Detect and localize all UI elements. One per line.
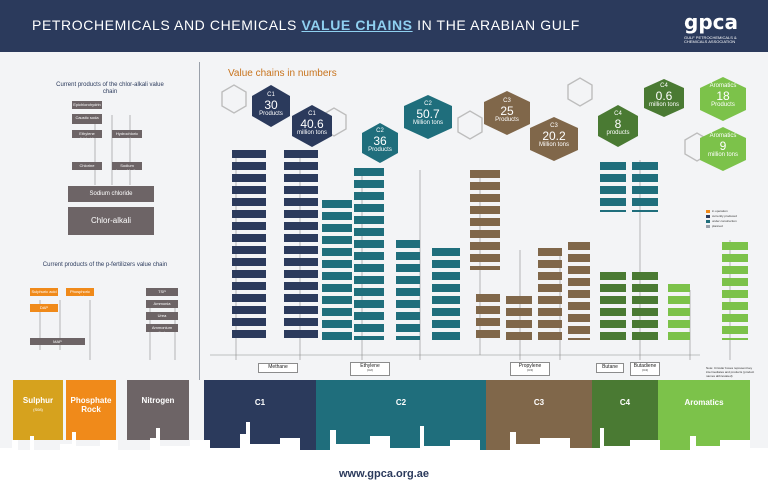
c3-product-column [470,170,500,270]
feed-methane: Methane [258,363,298,373]
chlor-product: Chlorine [72,162,102,170]
legend-item: planned [706,224,758,229]
hex-c1-tons [292,105,332,147]
header-bar: PETROCHEMICALS AND CHEMICALS VALUE CHAIN… [0,0,768,52]
c2-product-column [432,248,460,340]
c3-product-column [506,296,532,340]
hex-c4-tons [644,79,684,117]
hex-c3-products [484,91,530,135]
chlor-product: Sodium hypochlorite [112,162,142,170]
c2-product-column [354,168,384,340]
section-divider [199,62,200,380]
footer [0,455,768,496]
legend-item: currently produced [706,214,758,219]
fertilizer-product: Ammonia [146,300,178,308]
chlor-product: Ethylene dichloride [72,130,102,138]
chlor-product: Epichlorohydrin [72,101,102,109]
fertilizers-title: Current products of the p-fertilizers va… [42,262,168,268]
c3-product-column [568,242,590,340]
c4-product-column [600,162,626,212]
legend: in operation currently produced under co… [706,209,758,229]
chlor-alkali-title: Current products of the chlor-alkali val… [56,82,164,95]
hex-c4-products [598,105,638,147]
sulphur-base: Sulphur (S08) [13,380,63,440]
hex-aromatics-tons [700,127,746,171]
gpca-logo[interactable]: gpca GULF PETROCHEMICALS & CHEMICALS ASS… [684,10,738,44]
fertilizer-product: TSP [146,288,178,296]
hex-c1-products [252,85,290,127]
c2-product-column [322,200,352,340]
c4-product-column [632,272,658,340]
hex-aromatics-products [700,77,746,121]
value-chains-title: Value chains in numbers [228,68,337,79]
phosphate-rock-base: Phosphate Rock [66,380,116,440]
c1-product-column [232,150,266,340]
sodium-chloride-box: Sodium chloride [68,186,154,202]
c2-product-column [396,240,420,340]
c4-product-column [632,162,658,212]
chlor-alkali-base: Chlor-alkali [68,207,154,235]
hex-c2-tons [404,95,452,139]
legend-item: in operation [706,209,758,214]
industrial-skyline [0,422,768,460]
chlor-product: Caustic soda [72,114,102,124]
aromatics-product-column [722,242,748,340]
legend-item: under construction [706,219,758,224]
chlor-product: Hydrochloric acid [112,130,142,138]
c3-product-column [538,248,562,340]
feed-butadiene: Butadiene(C4) [630,362,660,376]
feed-ethylene: Ethylene(C2) [350,362,390,376]
fertilizer-product: DAP [30,304,58,312]
feed-butane: Butane [596,363,624,373]
hex-c3-tons [530,117,578,161]
c3-product-column [476,294,500,340]
fertilizer-product: Sulphuric acid [30,288,58,296]
fertilizer-product: Phosphoric acid [66,288,94,296]
aromatics-product-column [668,284,690,340]
c4-product-column [600,272,626,340]
feed-propylene: Propylene(C3) [510,362,550,376]
hex-c2-products [362,123,398,163]
c1-product-column [284,150,318,340]
page-title: PETROCHEMICALS AND CHEMICALS VALUE CHAIN… [32,17,580,33]
fertilizer-product: Ammonium nitrate [146,324,178,332]
fertilizer-product: Urea [146,312,178,320]
fertilizer-product: MAP [30,338,85,345]
website-link[interactable]: www.gpca.org.ae [338,468,430,480]
note-text: Note: Circular boxes represent key inter… [706,366,755,378]
